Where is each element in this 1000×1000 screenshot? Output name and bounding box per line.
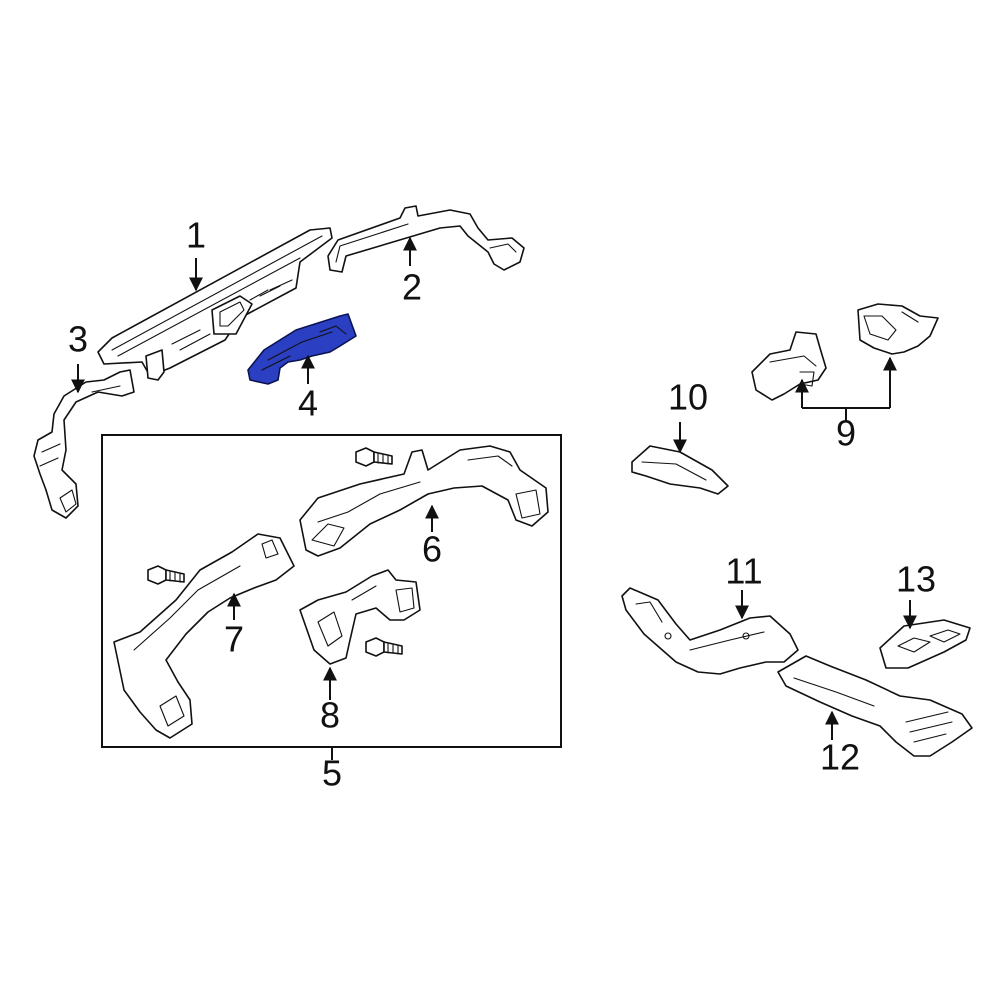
callout-2: 2 — [402, 267, 422, 308]
part-3-side-duct[interactable] — [33, 369, 135, 519]
callout-10: 10 — [668, 377, 708, 418]
callout-5: 5 — [322, 753, 342, 794]
part-6-duct[interactable] — [299, 445, 549, 557]
callout-12: 12 — [820, 737, 860, 778]
screw-upper[interactable] — [355, 447, 393, 467]
callout-11: 11 — [725, 551, 762, 592]
part-2-side-duct[interactable] — [327, 205, 525, 273]
screw-left[interactable] — [147, 565, 185, 585]
part-10-duct[interactable] — [631, 445, 729, 495]
callout-1: 1 — [186, 215, 206, 256]
callout-7: 7 — [224, 619, 244, 660]
callout-3: 3 — [68, 319, 88, 360]
leader-lines — [71, 236, 917, 760]
callout-6: 6 — [422, 529, 442, 570]
callout-numbers: 1 2 3 4 5 6 7 8 9 10 11 12 13 — [68, 215, 936, 794]
callout-13: 13 — [896, 559, 936, 600]
part-12-duct[interactable] — [777, 655, 973, 757]
part-13-vent[interactable] — [879, 619, 971, 669]
part-9-right-piece[interactable] — [857, 303, 939, 355]
part-4-duct-highlighted[interactable] — [247, 313, 357, 385]
part-1-defroster-duct[interactable] — [97, 227, 333, 381]
part-7-duct[interactable] — [113, 533, 295, 739]
screw-middle[interactable] — [365, 637, 403, 657]
part-9-left-piece[interactable] — [751, 331, 827, 401]
part-11-duct[interactable] — [621, 587, 799, 675]
callout-9: 9 — [836, 413, 856, 454]
part-8-duct[interactable] — [299, 569, 421, 665]
callout-4: 4 — [298, 383, 318, 424]
callout-8: 8 — [320, 695, 340, 736]
